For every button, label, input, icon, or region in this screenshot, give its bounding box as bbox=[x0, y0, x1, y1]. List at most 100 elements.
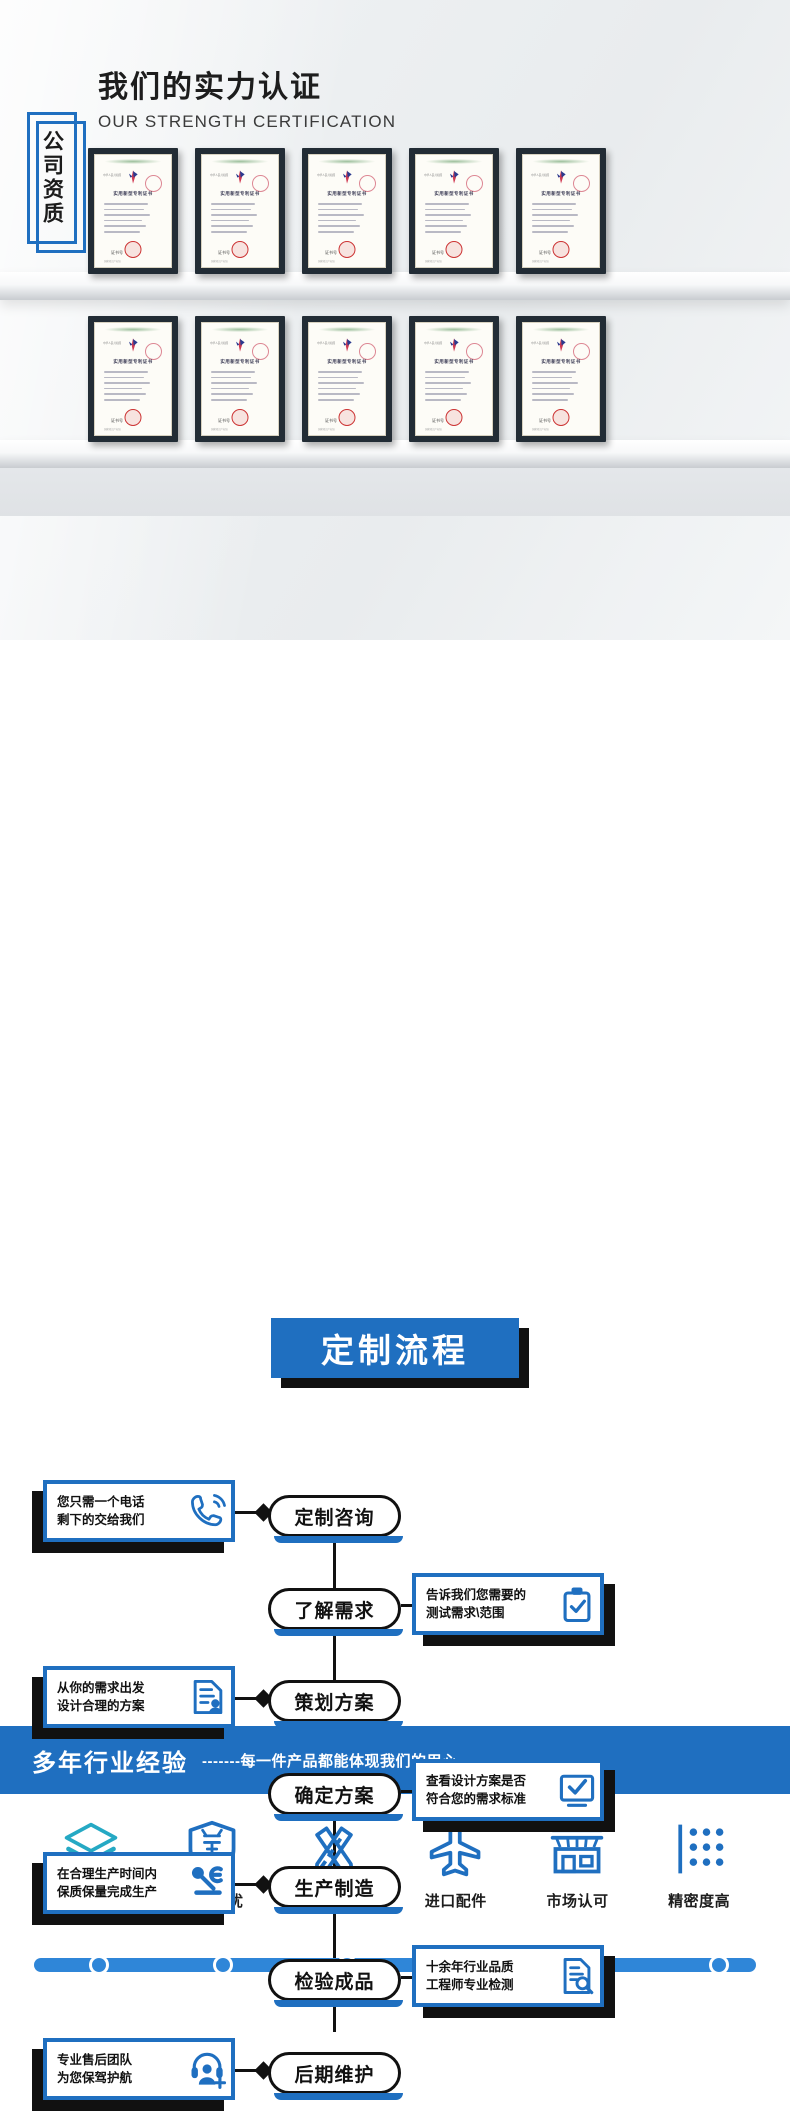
flow-step-7[interactable]: 后期维护 bbox=[268, 2052, 403, 2100]
flow-connector bbox=[235, 1697, 268, 1700]
flow-step-4[interactable]: 确定方案 bbox=[268, 1773, 403, 1821]
certificate-frame[interactable]: 中华人民共和国实用新型专利证书证书号国家知识产权局 bbox=[302, 316, 392, 442]
flow-step-3[interactable]: 策划方案 bbox=[268, 1680, 403, 1728]
flow-connector bbox=[235, 1883, 268, 1886]
certificate-stamp-icon bbox=[145, 175, 162, 192]
certificate-frame[interactable]: 中华人民共和国实用新型专利证书证书号国家知识产权局 bbox=[516, 316, 606, 442]
flow-title: 定制流程 bbox=[271, 1318, 529, 1388]
certificate-seal-icon bbox=[231, 409, 249, 426]
certificate-header: 中华人民共和国 bbox=[210, 342, 229, 345]
certificate-footer: 国家知识产权局 bbox=[532, 260, 549, 263]
clipboard-check-icon bbox=[554, 1581, 600, 1627]
certificate-logo-icon bbox=[232, 337, 248, 353]
certificate-sign: 证书号 bbox=[432, 250, 444, 255]
progress-dot-2[interactable] bbox=[213, 1955, 233, 1975]
headset-add-icon bbox=[185, 2046, 231, 2092]
flow-card-text: 查看设计方案是否 符合您的需求标准 bbox=[426, 1774, 527, 1806]
certificate-stamp-icon bbox=[252, 175, 269, 192]
certificate-frame[interactable]: 中华人民共和国实用新型专利证书证书号国家知识产权局 bbox=[88, 148, 178, 274]
flow-step-label: 生产制造 bbox=[294, 1878, 375, 1900]
certificate-sign: 证书号 bbox=[539, 418, 551, 423]
certificate-frame[interactable]: 中华人民共和国实用新型专利证书证书号国家知识产权局 bbox=[195, 316, 285, 442]
certificate-frame[interactable]: 中华人民共和国实用新型专利证书证书号国家知识产权局 bbox=[409, 148, 499, 274]
certificate-frame[interactable]: 中华人民共和国实用新型专利证书证书号国家知识产权局 bbox=[195, 148, 285, 274]
flow-step-2[interactable]: 了解需求 bbox=[268, 1588, 403, 1636]
flow-card-4[interactable]: 查看设计方案是否 符合您的需求标准 bbox=[412, 1759, 615, 1832]
certificate-title: 实用新型专利证书 bbox=[220, 191, 260, 196]
certificate-ornament bbox=[533, 327, 589, 332]
certificate-sign: 证书号 bbox=[111, 418, 123, 423]
certificate-body-lines bbox=[104, 371, 150, 405]
flow-card-5[interactable]: 在合理生产时间内 保质保量完成生产 bbox=[32, 1852, 235, 1925]
certificate-stamp-icon bbox=[145, 343, 162, 360]
progress-dot-6[interactable] bbox=[709, 1955, 729, 1975]
flow-card-6[interactable]: 十余年行业品质 工程师专业检测 bbox=[412, 1945, 615, 2018]
heading-chinese: 我们的实力认证 bbox=[98, 71, 322, 104]
certificate-frame[interactable]: 中华人民共和国实用新型专利证书证书号国家知识产权局 bbox=[409, 316, 499, 442]
flow-step-1[interactable]: 定制咨询 bbox=[268, 1495, 403, 1543]
certificate-footer: 国家知识产权局 bbox=[104, 428, 121, 431]
flow-card-7[interactable]: 专业售后团队 为您保驾护航 bbox=[32, 2038, 235, 2111]
certificate-stamp-icon bbox=[359, 343, 376, 360]
certificate-title: 实用新型专利证书 bbox=[113, 359, 153, 364]
certificate-seal-icon bbox=[445, 241, 463, 258]
banner-sub-text: -------每一件产品都能体现我们的用心 bbox=[202, 1752, 458, 1770]
flow-title-label: 定制流程 bbox=[321, 1332, 469, 1369]
certificate-body-lines bbox=[211, 203, 257, 237]
certificate-stamp-icon bbox=[573, 175, 590, 192]
flow-card-text: 十余年行业品质 工程师专业检测 bbox=[426, 1960, 514, 1992]
certificate-seal-icon bbox=[552, 409, 570, 426]
certificate-logo-icon bbox=[553, 337, 569, 353]
flow-card-3[interactable]: 从你的需求出发 设计合理的方案 bbox=[32, 1666, 235, 1739]
certificate-title: 实用新型专利证书 bbox=[327, 359, 367, 364]
certificate-stamp-icon bbox=[466, 343, 483, 360]
certificate-sign: 证书号 bbox=[325, 418, 337, 423]
flow-step-label: 策划方案 bbox=[294, 1692, 375, 1714]
certificate-image: 中华人民共和国实用新型专利证书证书号国家知识产权局 bbox=[522, 322, 600, 436]
flow-card-box: 告诉我们您需要的 测试需求\范围 bbox=[412, 1573, 604, 1635]
certificate-image: 中华人民共和国实用新型专利证书证书号国家知识产权局 bbox=[415, 322, 493, 436]
shelf-base bbox=[0, 468, 790, 516]
flow-card-box: 您只需一个电话 剩下的交给我们 bbox=[43, 1480, 235, 1542]
certificate-seal-icon bbox=[338, 241, 356, 258]
certification-heading: 我们的实力认证 OUR STRENGTH CERTIFICATION bbox=[98, 70, 396, 132]
flow-connector bbox=[401, 1790, 412, 1793]
certificate-header: 中华人民共和国 bbox=[103, 342, 122, 345]
certificate-logo-icon bbox=[339, 169, 355, 185]
certificate-title: 实用新型专利证书 bbox=[327, 191, 367, 196]
flow-card-box: 在合理生产时间内 保质保量完成生产 bbox=[43, 1852, 235, 1914]
custom-flow-section: 定制流程 定制咨询了解需求策划方案确定方案生产制造检验成品后期维护 您只需一个电… bbox=[0, 640, 790, 2111]
certificate-title: 实用新型专利证书 bbox=[113, 191, 153, 196]
certificate-frame[interactable]: 中华人民共和国实用新型专利证书证书号国家知识产权局 bbox=[88, 316, 178, 442]
flow-step-label: 了解需求 bbox=[294, 1600, 375, 1622]
certificate-frame[interactable]: 中华人民共和国实用新型专利证书证书号国家知识产权局 bbox=[302, 148, 392, 274]
certificate-header: 中华人民共和国 bbox=[531, 174, 550, 177]
certificate-footer: 国家知识产权局 bbox=[318, 428, 335, 431]
certificate-image: 中华人民共和国实用新型专利证书证书号国家知识产权局 bbox=[201, 322, 279, 436]
certificate-ornament bbox=[426, 159, 482, 164]
certificate-stamp-icon bbox=[573, 343, 590, 360]
certificate-header: 中华人民共和国 bbox=[103, 174, 122, 177]
document-search-icon bbox=[554, 1953, 600, 1999]
certificate-footer: 国家知识产权局 bbox=[425, 428, 442, 431]
flow-step-5[interactable]: 生产制造 bbox=[268, 1866, 403, 1914]
feature-item-6[interactable]: 精密度高 bbox=[644, 1800, 754, 1911]
certificate-image: 中华人民共和国实用新型专利证书证书号国家知识产权局 bbox=[94, 322, 172, 436]
flow-card-1[interactable]: 您只需一个电话 剩下的交给我们 bbox=[32, 1480, 235, 1553]
certificate-logo-icon bbox=[232, 169, 248, 185]
robot-arm-icon bbox=[185, 1860, 231, 1906]
shelf-top bbox=[0, 272, 790, 300]
flow-card-2[interactable]: 告诉我们您需要的 测试需求\范围 bbox=[412, 1573, 615, 1646]
certificate-logo-icon bbox=[125, 337, 141, 353]
flow-step-6[interactable]: 检验成品 bbox=[268, 1959, 403, 2007]
certificate-stamp-icon bbox=[466, 175, 483, 192]
certificate-frame[interactable]: 中华人民共和国实用新型专利证书证书号国家知识产权局 bbox=[516, 148, 606, 274]
certificate-logo-icon bbox=[339, 337, 355, 353]
certificate-image: 中华人民共和国实用新型专利证书证书号国家知识产权局 bbox=[308, 322, 386, 436]
flow-card-text: 专业售后团队 为您保驾护航 bbox=[57, 2053, 133, 2085]
certificate-seal-icon bbox=[552, 241, 570, 258]
certificate-image: 中华人民共和国实用新型专利证书证书号国家知识产权局 bbox=[201, 154, 279, 268]
certificate-image: 中华人民共和国实用新型专利证书证书号国家知识产权局 bbox=[308, 154, 386, 268]
progress-dot-1[interactable] bbox=[89, 1955, 109, 1975]
certificate-title: 实用新型专利证书 bbox=[220, 359, 260, 364]
